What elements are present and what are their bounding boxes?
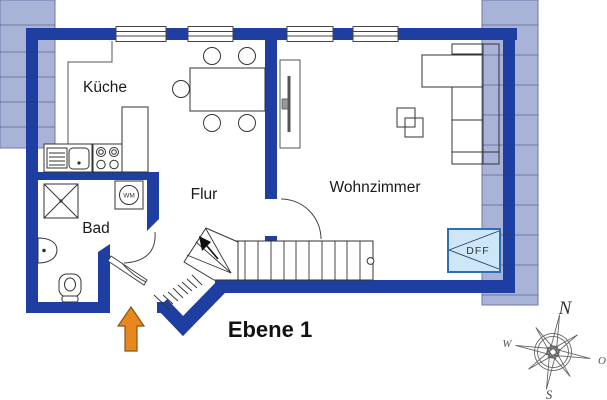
tv-sideboard xyxy=(279,59,301,149)
roof-window: DFF xyxy=(447,228,501,273)
washbasin xyxy=(37,237,58,264)
kitchen-boundary-line xyxy=(67,41,113,145)
roof-hatch-lines xyxy=(0,24,538,296)
kitchen-sink xyxy=(43,143,93,173)
stair-railing-hatch xyxy=(153,274,203,311)
stairs xyxy=(183,227,375,281)
window-2 xyxy=(187,26,234,42)
sofa xyxy=(421,43,500,165)
compass-west-label: W xyxy=(502,338,512,350)
wall-kitchen-bath xyxy=(38,172,159,180)
compass-east-label: O xyxy=(598,355,606,367)
wall-left xyxy=(26,28,38,313)
wall-bath-bottom xyxy=(26,302,103,313)
entrance-door xyxy=(107,231,156,286)
kitchen-cupboard xyxy=(121,106,149,173)
shower xyxy=(43,183,79,219)
wall-bottom-living xyxy=(215,280,515,293)
roof-window-label: DFF xyxy=(466,245,489,257)
wall-door-stub xyxy=(265,236,277,244)
walls xyxy=(26,28,517,337)
compass-rose: N W O S xyxy=(502,298,606,400)
stairs-direction-arrow xyxy=(199,236,219,260)
toilet xyxy=(58,273,82,303)
wall-right xyxy=(503,40,515,293)
compass-north-label: N xyxy=(558,298,573,319)
window-1 xyxy=(115,26,167,42)
dining-table xyxy=(172,47,266,132)
wall-top xyxy=(26,28,517,40)
entrance-arrow-icon xyxy=(116,305,146,352)
door-arc-living xyxy=(280,198,322,240)
wall-kitchen-living xyxy=(265,40,277,199)
kitchen-stove xyxy=(92,143,123,173)
room-label-hallway: Flur xyxy=(191,186,218,203)
wall-bath-east-lower xyxy=(98,244,110,313)
room-label-bathroom: Bad xyxy=(82,220,110,237)
washing-machine-label: WM xyxy=(123,193,135,200)
window-3 xyxy=(286,26,334,42)
windows xyxy=(115,26,399,42)
page-title: Ebene 1 xyxy=(228,317,312,342)
room-label-kitchen: Küche xyxy=(83,79,127,96)
coffee-table xyxy=(396,107,424,138)
wall-bath-east-upper xyxy=(147,180,159,231)
compass-south-label: S xyxy=(546,387,553,400)
washing-machine: WM xyxy=(114,180,144,210)
wall-stair-diagonal xyxy=(156,282,227,337)
window-4 xyxy=(352,26,399,42)
room-label-living: Wohnzimmer xyxy=(329,179,420,196)
